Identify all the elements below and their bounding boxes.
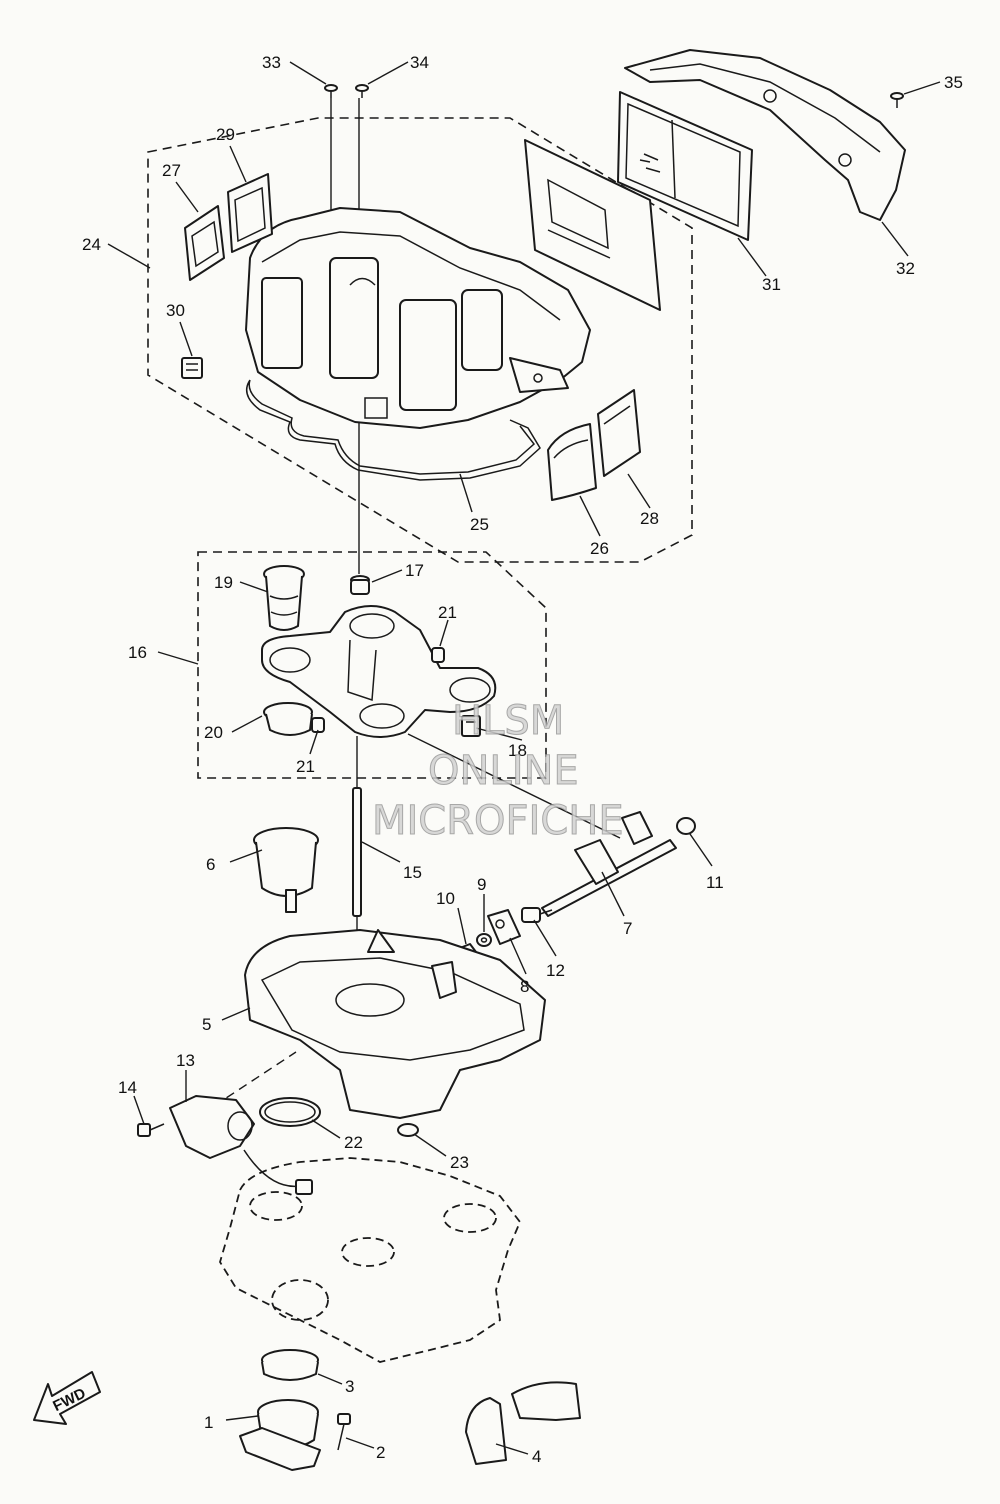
rod-15[interactable] bbox=[352, 787, 362, 917]
gasket-25[interactable] bbox=[245, 379, 541, 481]
clip-30[interactable] bbox=[181, 357, 203, 379]
callout-17: 17 bbox=[405, 561, 424, 580]
callout-18: 18 bbox=[508, 741, 527, 760]
bolt-14[interactable] bbox=[137, 1123, 165, 1137]
callout-19: 19 bbox=[214, 573, 233, 592]
callout-10: 10 bbox=[436, 889, 455, 908]
callout-35: 35 bbox=[944, 73, 963, 92]
callout-3: 3 bbox=[345, 1377, 354, 1396]
callout-6: 6 bbox=[206, 855, 215, 874]
alignment-line-13 bbox=[213, 1051, 297, 1107]
callout-13: 13 bbox=[176, 1051, 195, 1070]
callout-9: 9 bbox=[477, 875, 486, 894]
screw-33[interactable] bbox=[324, 84, 338, 98]
callout-23: 23 bbox=[450, 1153, 469, 1172]
watermark: HLSM ONLINE MICROFICHE bbox=[372, 698, 625, 845]
cup-6[interactable] bbox=[253, 827, 319, 913]
callout-2: 2 bbox=[376, 1443, 385, 1462]
callout-labels: 1 2 3 4 5 6 7 8 9 10 11 12 13 14 15 16 1… bbox=[82, 53, 963, 1466]
bolt-12[interactable] bbox=[521, 907, 553, 923]
air-filter-case[interactable] bbox=[245, 207, 591, 429]
callout-15: 15 bbox=[403, 863, 422, 882]
bracket-18[interactable] bbox=[461, 715, 481, 737]
filter-element-27[interactable] bbox=[184, 205, 225, 281]
callout-14: 14 bbox=[118, 1078, 137, 1097]
watermark-line-1: HLSM bbox=[452, 698, 564, 744]
plate-8[interactable] bbox=[487, 909, 521, 945]
callout-7: 7 bbox=[623, 919, 632, 938]
screw-35[interactable] bbox=[890, 92, 904, 108]
callout-27: 27 bbox=[162, 161, 181, 180]
callout-11: 11 bbox=[706, 873, 724, 892]
callout-21-upper: 21 bbox=[438, 603, 457, 622]
callout-12: 12 bbox=[546, 961, 565, 980]
intake-plate-assembly-outline bbox=[197, 551, 547, 779]
intake-joint-1[interactable] bbox=[239, 1399, 321, 1471]
callout-26: 26 bbox=[590, 539, 609, 558]
cover-4[interactable] bbox=[465, 1381, 581, 1465]
callout-1: 1 bbox=[204, 1413, 213, 1432]
watermark-line-2: ONLINE bbox=[428, 748, 579, 794]
engine-head-reference bbox=[219, 1157, 522, 1363]
callout-20: 20 bbox=[204, 723, 223, 742]
callout-24: 24 bbox=[82, 235, 101, 254]
callout-4: 4 bbox=[532, 1447, 541, 1466]
callout-33: 33 bbox=[262, 53, 281, 72]
callout-5: 5 bbox=[202, 1015, 211, 1034]
callout-34: 34 bbox=[410, 53, 429, 72]
callout-25: 25 bbox=[470, 515, 489, 534]
lower-air-box-5[interactable] bbox=[244, 929, 546, 1119]
filter-element-28[interactable] bbox=[597, 389, 641, 477]
callout-30: 30 bbox=[166, 301, 185, 320]
air-filter-cartridge-31[interactable] bbox=[617, 91, 753, 241]
leader-lines bbox=[107, 61, 941, 1455]
filter-screen bbox=[524, 139, 661, 311]
callout-31: 31 bbox=[762, 275, 781, 294]
washer-9[interactable] bbox=[476, 933, 492, 947]
callout-28: 28 bbox=[640, 509, 659, 528]
clamp-3[interactable] bbox=[261, 1349, 319, 1381]
screw-34[interactable] bbox=[355, 84, 369, 98]
callout-16: 16 bbox=[128, 643, 147, 662]
filter-element-26[interactable] bbox=[547, 423, 597, 501]
throttle-shaft-7[interactable] bbox=[541, 811, 677, 917]
callout-21-lower: 21 bbox=[296, 757, 315, 776]
velocity-stack-20[interactable] bbox=[263, 702, 313, 736]
grommet-21-lower[interactable] bbox=[311, 717, 325, 733]
sensor-13[interactable] bbox=[169, 1095, 313, 1195]
intake-plate-16[interactable] bbox=[261, 605, 497, 738]
velocity-stack-19[interactable] bbox=[263, 565, 305, 631]
grommet-17[interactable] bbox=[350, 575, 370, 595]
o-ring-22[interactable] bbox=[259, 1097, 321, 1127]
bushing-11[interactable] bbox=[676, 817, 696, 835]
watermark-line-3: MICROFICHE bbox=[372, 798, 624, 844]
plug-23[interactable] bbox=[397, 1123, 419, 1137]
o-ring-22-inner bbox=[264, 1101, 316, 1123]
callout-29: 29 bbox=[216, 125, 235, 144]
bolt-2[interactable] bbox=[337, 1413, 351, 1451]
callout-32: 32 bbox=[896, 259, 915, 278]
callout-8: 8 bbox=[520, 977, 529, 996]
air-box-cover-32[interactable] bbox=[624, 49, 906, 221]
filter-element-29[interactable] bbox=[227, 173, 273, 253]
grommet-21-upper[interactable] bbox=[431, 647, 445, 663]
air-filter-assembly-outline bbox=[147, 117, 693, 563]
fwd-direction-arrow: FWD bbox=[33, 1371, 101, 1425]
callout-22: 22 bbox=[344, 1133, 363, 1152]
